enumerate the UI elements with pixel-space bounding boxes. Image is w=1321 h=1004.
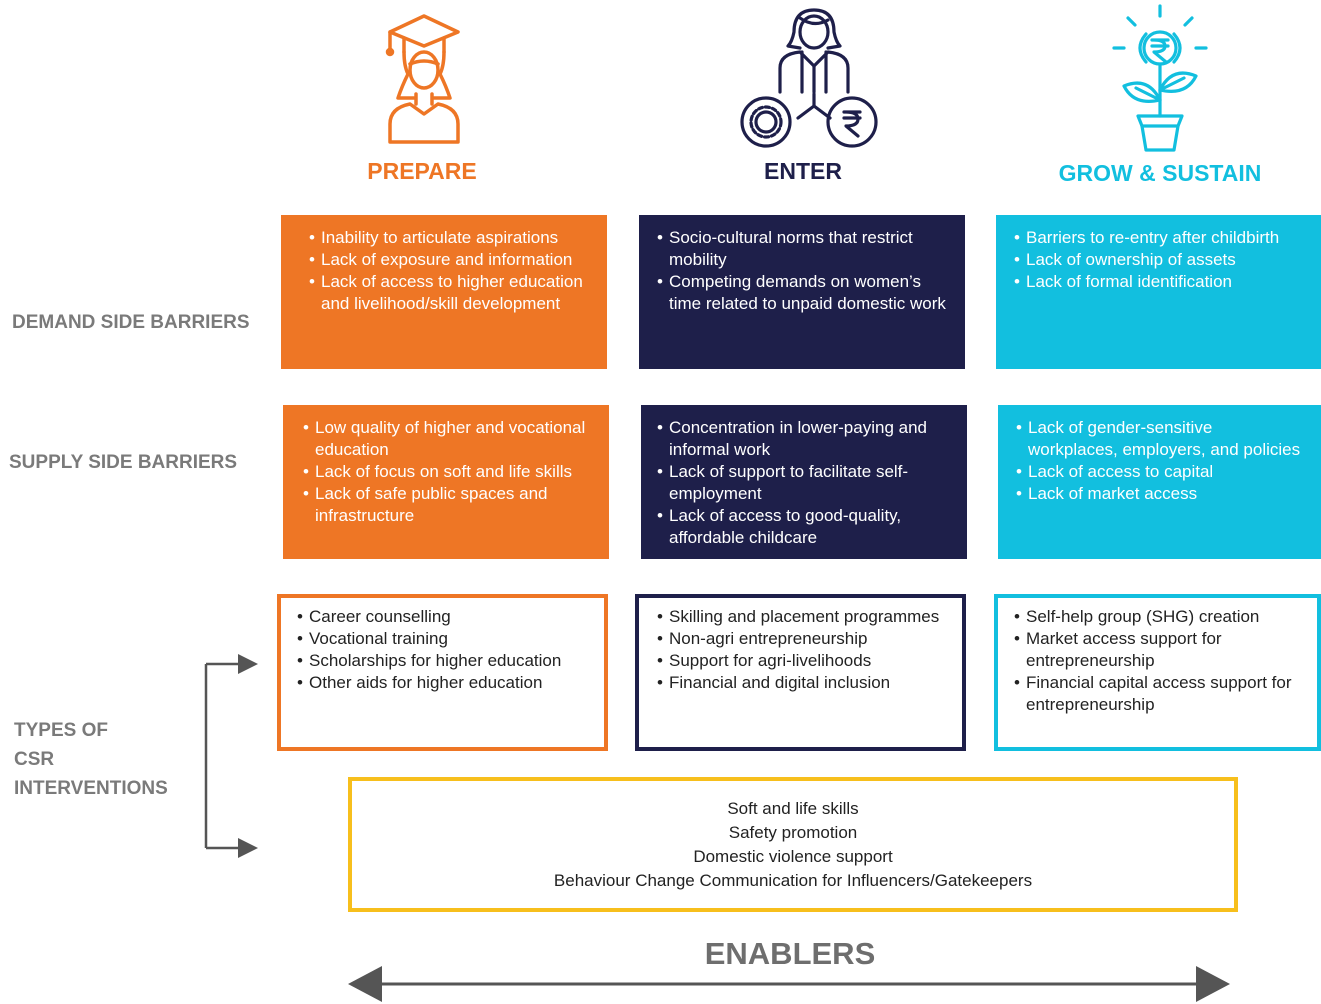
list-item: Lack of ownership of assets [1014,249,1305,271]
column-title-grow-sustain: GROW & SUSTAIN [1058,160,1262,186]
list-item: Career counselling [297,606,592,628]
csr-label-line-2: CSR [14,749,55,770]
money-plant-icon [1112,4,1208,152]
demand-box-enter: Socio-cultural norms that restrict mobil… [639,215,965,369]
column-title-enter: ENTER [764,158,842,184]
list-item: Lack of focus on soft and life skills [303,461,593,483]
enablers-box: Soft and life skills Safety promotion Do… [348,777,1238,912]
enabler-item: Safety promotion [728,823,858,842]
enabler-item: Behaviour Change Communication for Influ… [553,871,1033,890]
list-item: Lack of access to higher education and l… [309,271,591,315]
enabler-item: Soft and life skills [727,799,859,818]
column-title-prepare: PREPARE [367,158,477,184]
list-item: Barriers to re-entry after childbirth [1014,227,1305,249]
list-item: Competing demands on women’s time relate… [657,271,949,315]
list-item: Concentration in lower-paying and inform… [657,417,951,461]
list-item: Skilling and placement programmes [657,606,950,628]
list-item: Lack of access to good-quality, affordab… [657,505,951,549]
list-item: Other aids for higher education [297,672,592,694]
list-item: Inability to articulate aspirations [309,227,591,249]
enablers-label: ENABLERS [704,936,876,971]
list-item: Lack of market access [1016,483,1305,505]
csr-label-line-3: INTERVENTIONS [14,778,168,799]
csr-box-grow: Self-help group (SHG) creation Market ac… [994,594,1321,751]
list-item: Lack of support to facilitate self-emplo… [657,461,951,505]
list-item: Self-help group (SHG) creation [1014,606,1305,628]
list-item: Market access support for entrepreneursh… [1014,628,1305,672]
graduate-icon [385,14,460,144]
supply-box-prepare: Low quality of higher and vocational edu… [283,405,609,559]
list-item: Financial and digital inclusion [657,672,950,694]
csr-row-label: TYPES OF CSR INTERVENTIONS [14,716,168,803]
list-item: Support for agri-livelihoods [657,650,950,672]
list-item: Socio-cultural norms that restrict mobil… [657,227,949,271]
list-item: Low quality of higher and vocational edu… [303,417,593,461]
list-item: Lack of access to capital [1016,461,1305,483]
list-item: Lack of gender-sensitive workplaces, emp… [1016,417,1305,461]
list-item: Lack of safe public spaces and infrastru… [303,483,593,527]
supply-row-label: SUPPLY SIDE BARRIERS [9,452,238,473]
demand-row-label: DEMAND SIDE BARRIERS [12,312,250,333]
csr-label-line-1: TYPES OF [14,720,108,741]
businesswoman-icon [740,8,878,148]
supply-box-enter: Concentration in lower-paying and inform… [641,405,967,559]
supply-box-grow: Lack of gender-sensitive workplaces, emp… [998,405,1321,559]
bracket-arrow [204,654,258,858]
list-item: Lack of exposure and information [309,249,591,271]
demand-box-grow: Barriers to re-entry after childbirth La… [996,215,1321,369]
demand-box-prepare: Inability to articulate aspirations Lack… [281,215,607,369]
list-item: Financial capital access support for ent… [1014,672,1305,716]
csr-box-prepare: Career counselling Vocational training S… [277,594,608,751]
enabler-item: Domestic violence support [693,847,893,866]
list-item: Non-agri entrepreneurship [657,628,950,650]
list-item: Lack of formal identification [1014,271,1305,293]
double-arrow [348,966,1230,1002]
list-item: Scholarships for higher education [297,650,592,672]
csr-box-enter: Skilling and placement programmes Non-ag… [635,594,966,751]
list-item: Vocational training [297,628,592,650]
